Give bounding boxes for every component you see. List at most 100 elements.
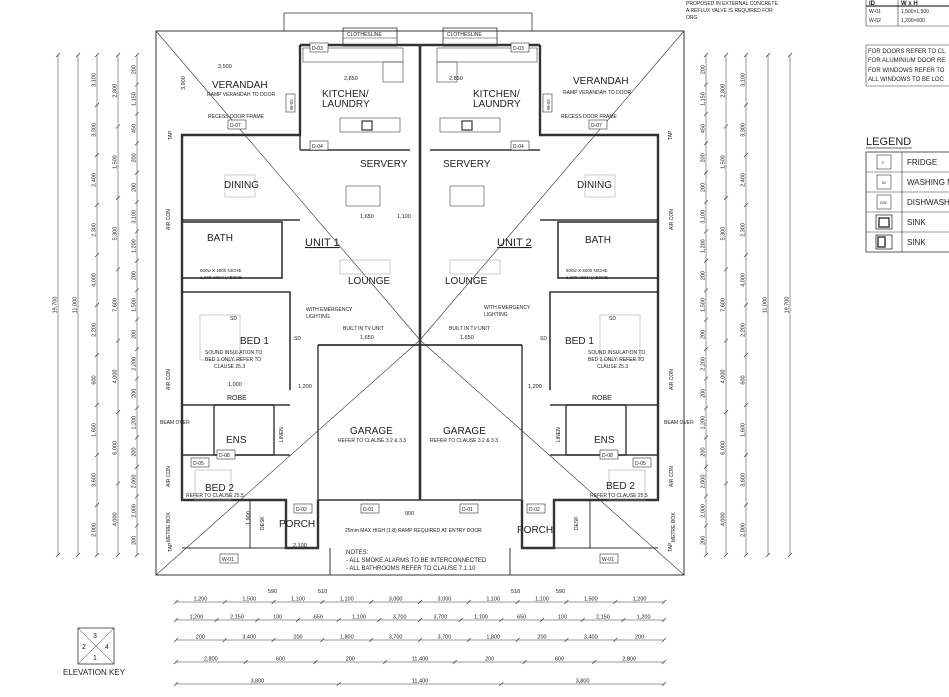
schedule-cell: 1,200×600 bbox=[901, 18, 925, 24]
room-labels: VERANDAH RAMP VERANDAH TO DOOR RECESS DO… bbox=[160, 76, 694, 552]
legend-symbol: W bbox=[882, 180, 886, 185]
dimension-tick bbox=[115, 124, 121, 129]
dimension-tick bbox=[564, 599, 569, 605]
dim-label: 1,200 bbox=[298, 384, 312, 390]
beam-over-label: BEAM OVER bbox=[664, 420, 694, 426]
dimension-tick bbox=[539, 617, 545, 623]
window-tag: W-02 bbox=[546, 99, 551, 110]
meter-box-label: METRE BOX bbox=[671, 512, 677, 542]
bed2-note: REFER TO CLAUSE 25.5 bbox=[590, 493, 648, 499]
schedule-header-size: W x H bbox=[901, 1, 918, 7]
dimension-label: 200 bbox=[132, 271, 138, 280]
desk-label: DESK bbox=[574, 516, 580, 530]
dimension-tick bbox=[115, 481, 121, 486]
dimension-tick bbox=[134, 376, 140, 381]
sound-note: SOUND INSULATION TO bbox=[205, 350, 262, 356]
dimension-tick bbox=[173, 659, 179, 665]
dimension-tick bbox=[368, 637, 374, 643]
dimension-label: 3,800 bbox=[576, 679, 590, 685]
schedule-header-id: ID bbox=[869, 1, 876, 7]
dim-label: 2,100 bbox=[293, 543, 307, 549]
dimension-label: 11,000 bbox=[73, 297, 79, 313]
dimension-tick bbox=[703, 229, 709, 234]
dimension-label: 3,100 bbox=[741, 73, 747, 87]
dimension-label: 2,150 bbox=[596, 615, 610, 621]
dimension-tick bbox=[743, 552, 749, 558]
top-note-3: ORG bbox=[686, 15, 698, 21]
garage-note: REFER TO CLAUSE 3.2 & 3.3 bbox=[430, 438, 498, 444]
elevation-key: 3 2 4 1 ELEVATION KEY bbox=[63, 627, 126, 677]
dimension-label: 2,200 bbox=[701, 357, 707, 371]
dimension-label: 2,800 bbox=[113, 84, 119, 98]
dimension-tick bbox=[134, 52, 140, 58]
garage-note: REFER TO CLAUSE 3.2 & 3.3 bbox=[338, 438, 406, 444]
dimension-label: 200 bbox=[132, 447, 138, 456]
dining-right-label: DINING bbox=[577, 180, 612, 191]
ramp-note: RAMP VERANDAH TO DOOR bbox=[563, 90, 631, 96]
furniture bbox=[194, 174, 646, 501]
dimension-label: 450 bbox=[701, 124, 707, 133]
dimension-tick bbox=[743, 502, 749, 508]
dimension-tick bbox=[134, 523, 140, 528]
dimension-label: 1,200 bbox=[701, 239, 707, 253]
dishwasher-icon bbox=[876, 194, 892, 210]
kitchen-left-label: KITCHEN/ bbox=[322, 89, 369, 100]
ens-right-label: ENS bbox=[594, 435, 615, 446]
dimension-label: 200 bbox=[701, 153, 707, 162]
dimension-tick bbox=[368, 599, 374, 605]
dimension-label: 3,600 bbox=[741, 473, 747, 487]
window-tag: W-01 bbox=[222, 557, 234, 563]
dim-label: 1,900 bbox=[246, 511, 252, 525]
linen-label: LINEN bbox=[556, 427, 562, 442]
dimension-tick bbox=[134, 552, 140, 558]
dimension-label: 3,700 bbox=[389, 635, 403, 641]
fridge-icon bbox=[876, 154, 892, 170]
legend-label: SINK bbox=[907, 238, 926, 247]
dimension-tick bbox=[134, 82, 140, 87]
dimension-label: 2,800 bbox=[204, 657, 218, 663]
dimension-label: 1,200 bbox=[633, 597, 647, 603]
dimension-tick bbox=[723, 409, 729, 415]
dimension-tick bbox=[787, 552, 793, 558]
dimension-label: 6,000 bbox=[721, 441, 727, 455]
sink-icon bbox=[361, 120, 473, 131]
dimension-tick bbox=[723, 124, 729, 129]
dimension-label: 2,300 bbox=[741, 223, 747, 237]
dim-label: 1,650 bbox=[360, 335, 374, 341]
air-con-label: AIR CON bbox=[669, 466, 675, 487]
dim-label: 590 bbox=[268, 589, 277, 595]
dimension-label: 200 bbox=[132, 389, 138, 398]
dimension-tick bbox=[703, 111, 709, 117]
dimension-tick bbox=[320, 637, 325, 643]
bath-left-label: BATH bbox=[207, 233, 233, 244]
dimension-label: 2,400 bbox=[741, 173, 747, 187]
dim-label: 1,100 bbox=[397, 214, 411, 220]
dimension-label: 4,000 bbox=[92, 273, 98, 287]
dimension-tick bbox=[515, 637, 520, 643]
dimension-label: 3,000 bbox=[389, 597, 403, 603]
dimension-label: 1,800 bbox=[340, 635, 354, 641]
dimension-tick bbox=[134, 111, 140, 117]
door-window-tags: D-03 D-03 D-07 D-07 D-04 D-04 D-05 D-05 … bbox=[190, 42, 652, 564]
dimension-label: 3,700 bbox=[438, 635, 452, 641]
dim-label: 3,900 bbox=[181, 76, 187, 90]
dimension-label: 1,600 bbox=[741, 423, 747, 437]
dimension-tick bbox=[134, 199, 140, 205]
dimension-tick bbox=[743, 52, 749, 58]
dimension-label: 200 bbox=[132, 153, 138, 162]
dimension-label: 5,300 bbox=[113, 227, 119, 241]
legend-title: LEGEND bbox=[866, 136, 911, 148]
dimension-tick bbox=[743, 102, 749, 108]
dimension-label: 7,600 bbox=[113, 298, 119, 312]
door-tag: D-02 bbox=[529, 507, 540, 513]
elevation-number: 3 bbox=[93, 633, 97, 640]
dimension-label: 4,000 bbox=[721, 512, 727, 526]
dimension-tick bbox=[703, 464, 709, 469]
tap-label: TAP bbox=[168, 542, 174, 552]
dimension-tick bbox=[134, 317, 140, 322]
dimension-label: 200 bbox=[635, 635, 644, 641]
dimension-tick bbox=[55, 52, 61, 58]
dimension-tick bbox=[134, 464, 140, 469]
sound-note: BED 1 ONLY. REFER TO bbox=[205, 357, 261, 363]
dim-label: 1,650 bbox=[460, 335, 474, 341]
